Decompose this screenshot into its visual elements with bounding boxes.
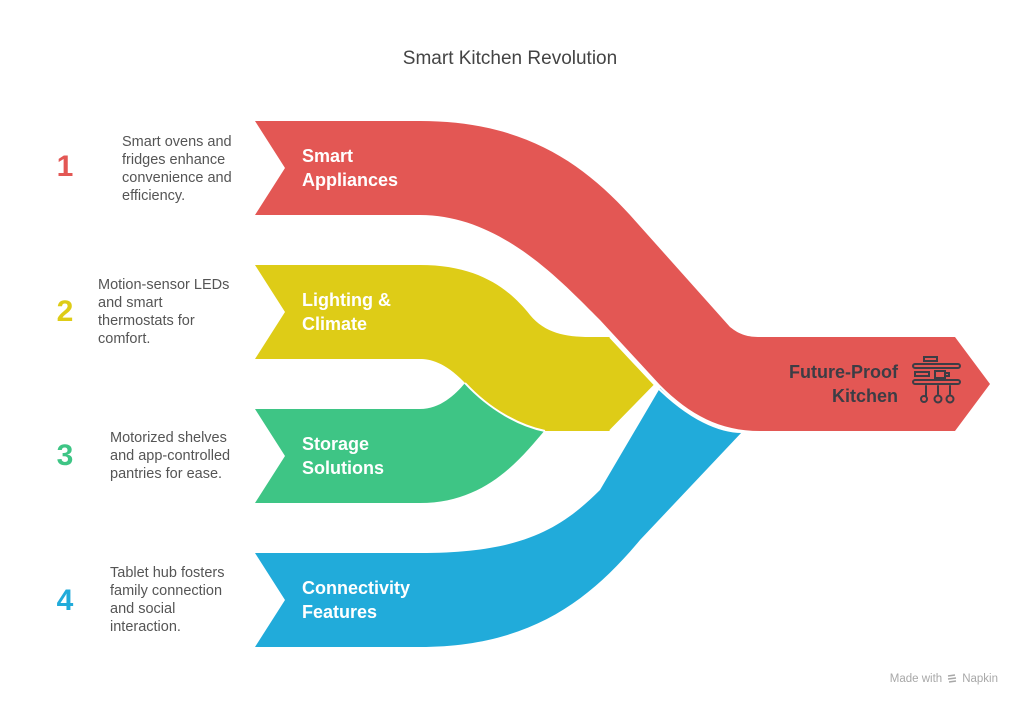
label-line: Appliances xyxy=(302,170,399,190)
label-lighting-climate: Lighting & Climate xyxy=(302,288,391,336)
description-line: Motorized shelves xyxy=(110,430,227,446)
stream-storage-solutions xyxy=(255,383,545,503)
label-line: Smart xyxy=(302,146,354,166)
target-line: Future-Proof xyxy=(789,362,898,382)
description-line: efficiency. xyxy=(122,188,186,204)
step-description-4: Tablet hub fosters family connection and… xyxy=(110,564,260,636)
description-line: thermostats for xyxy=(98,313,195,329)
napkin-logo-icon xyxy=(948,674,957,683)
description-line: Smart ovens and xyxy=(122,134,232,150)
step-description-2: Motion-sensor LEDs and smart thermostats… xyxy=(98,276,248,348)
label-line: Lighting & xyxy=(302,290,391,310)
description-line: and social xyxy=(110,601,176,617)
description-line: convenience and xyxy=(122,170,232,186)
label-line: Features xyxy=(302,602,378,622)
description-line: pantries for ease. xyxy=(110,466,223,482)
watermark-brand: Napkin xyxy=(962,673,998,685)
description-line: Tablet hub fosters xyxy=(110,565,225,581)
label-smart-appliances: Smart Appliances xyxy=(302,144,398,192)
description-line: and smart xyxy=(98,295,163,311)
label-line: Solutions xyxy=(302,458,384,478)
label-connectivity-features: Connectivity Features xyxy=(302,576,410,624)
step-description-3: Motorized shelves and app-controlled pan… xyxy=(110,429,260,483)
stream-smart-appliances xyxy=(255,121,990,431)
step-number-1: 1 xyxy=(56,150,74,183)
stream-connectivity-features xyxy=(255,388,742,647)
target-future-proof-kitchen: Future-Proof Kitchen xyxy=(748,360,898,408)
napkin-watermark[interactable]: Made with Napkin xyxy=(890,673,998,685)
stream-lighting-climate xyxy=(255,265,655,431)
step-number-4: 4 xyxy=(56,584,74,617)
description-line: and app-controlled xyxy=(110,448,231,464)
step-number-3: 3 xyxy=(56,439,74,472)
description-line: interaction. xyxy=(110,619,181,635)
step-number-2: 2 xyxy=(56,295,74,328)
target-line: Kitchen xyxy=(831,386,898,406)
kitchen-shelves-icon xyxy=(912,356,961,404)
label-line: Connectivity xyxy=(302,578,411,598)
label-line: Climate xyxy=(302,314,368,334)
label-storage-solutions: Storage Solutions xyxy=(302,432,384,480)
separator-line xyxy=(464,382,546,432)
separator-line xyxy=(654,384,743,433)
step-description-1: Smart ovens and fridges enhance convenie… xyxy=(122,133,262,205)
description-line: comfort. xyxy=(98,331,151,347)
description-line: family connection xyxy=(110,583,223,599)
label-line: Storage xyxy=(302,434,370,454)
diagram-title: Smart Kitchen Revolution xyxy=(402,48,618,69)
watermark-prefix: Made with xyxy=(889,673,943,685)
description-line: Motion-sensor LEDs xyxy=(98,277,230,293)
description-line: fridges enhance xyxy=(122,152,226,168)
